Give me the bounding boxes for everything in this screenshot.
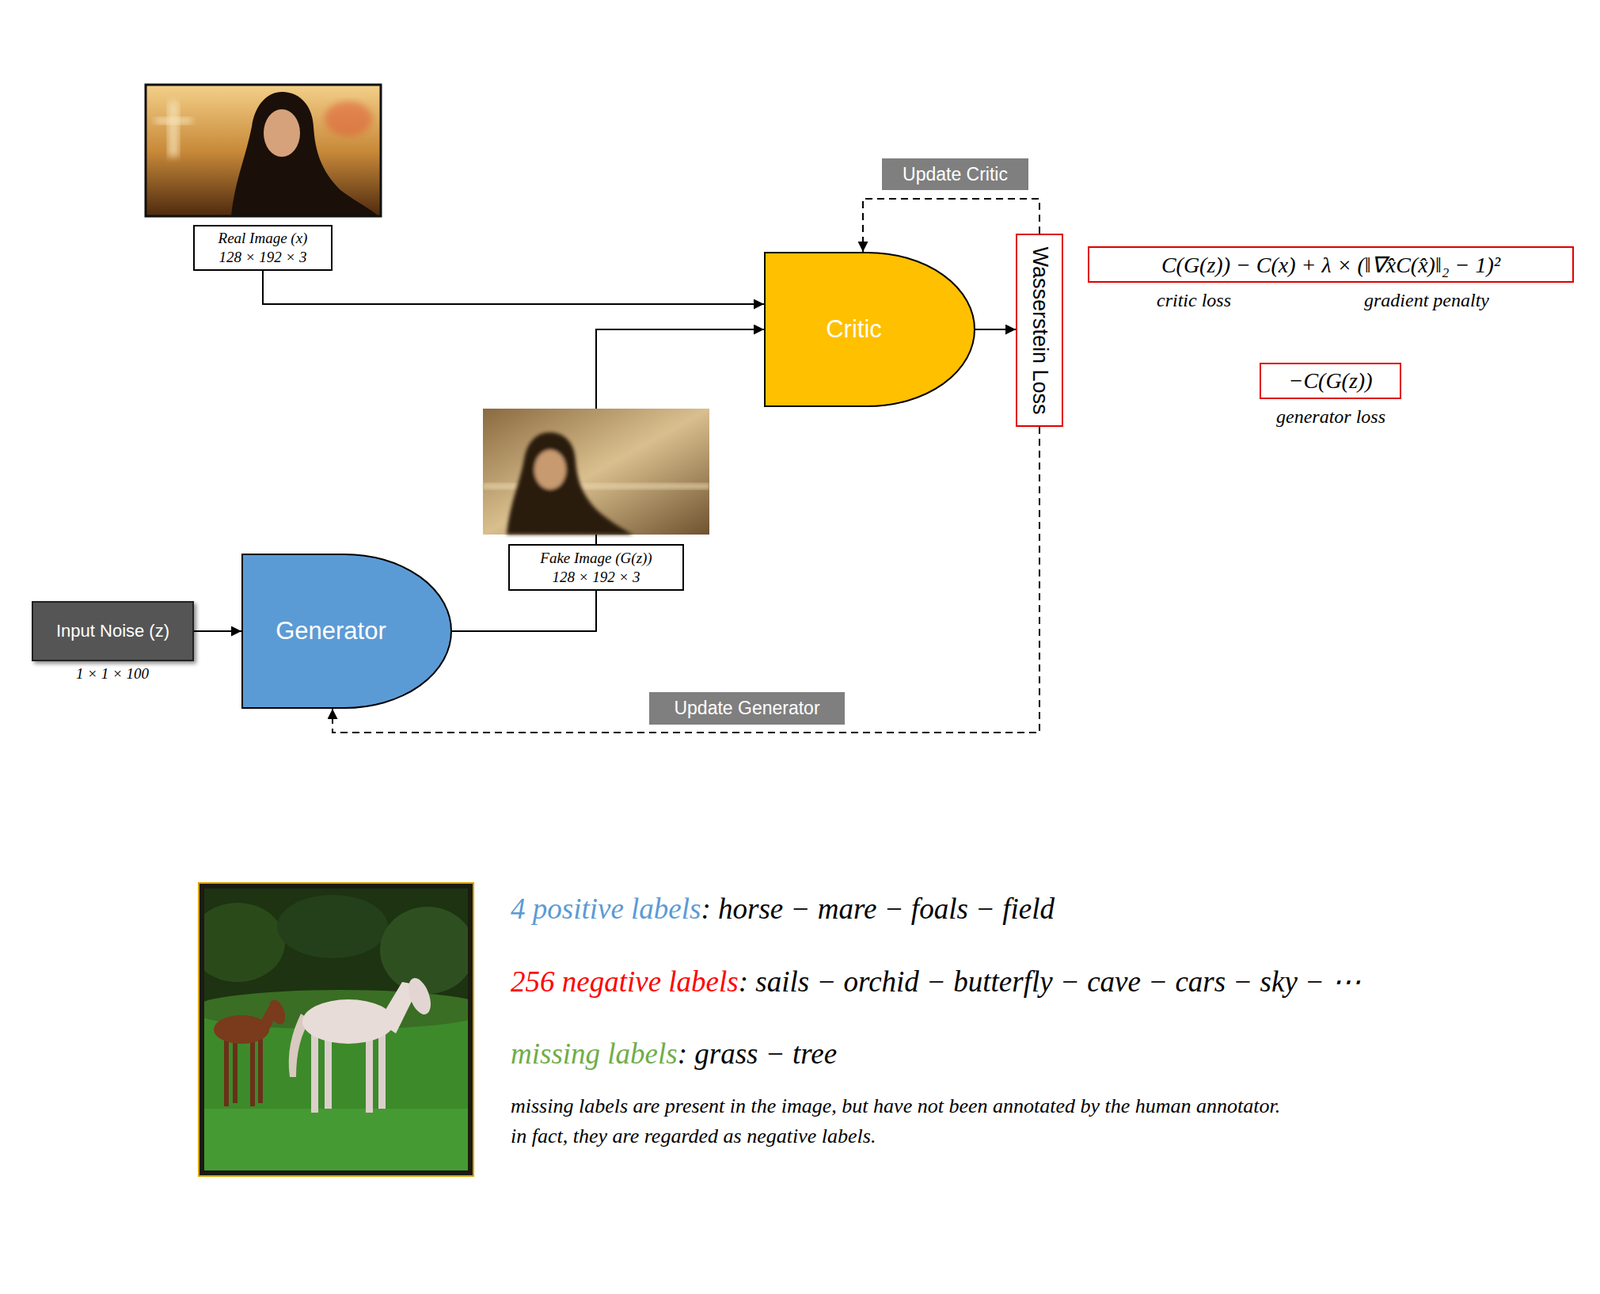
grass (204, 1108, 468, 1171)
foal-head (266, 997, 289, 1027)
horse-head (404, 974, 436, 1017)
horse-leg (311, 1029, 319, 1113)
horse-scene (204, 888, 468, 1171)
text-row: missing labels: grass − tree (510, 1036, 837, 1071)
critic-block: Critic (763, 251, 976, 407)
dimension-label: 1 × 1 × 100 (76, 665, 149, 683)
data-flow (975, 328, 1016, 331)
label-text: : grass − tree (677, 1037, 837, 1070)
input-title: Input Noise (z) (56, 620, 170, 642)
text-row: 256 negative labels: sails − orchid − bu… (510, 964, 1361, 999)
label-text: : horse − mare − foals − field (700, 892, 1055, 925)
formula-caption: generator loss (1276, 406, 1386, 428)
text-row: missing labels are present in the image,… (510, 1094, 1281, 1118)
photo-post (167, 101, 179, 157)
text-row: 4 positive labels: horse − mare − foals … (510, 891, 1055, 926)
label-heading: missing labels (510, 1037, 678, 1070)
horse-leg (365, 1029, 373, 1113)
tag-text: Update Critic (902, 163, 1008, 186)
foal-body (213, 1014, 270, 1044)
data-flow (193, 630, 242, 632)
label-text: missing labels are present in the image,… (510, 1094, 1281, 1118)
formula-caption: critic loss (1156, 289, 1232, 312)
label-text: : sails − orchid − butterfly − cave − ca… (738, 965, 1362, 998)
formula-box: −C(G(z)) (1259, 362, 1402, 400)
foal-leg (224, 1033, 229, 1106)
woman-face (263, 109, 301, 157)
formula-caption: gradient penalty (1364, 289, 1490, 312)
image-label: Fake Image (G(z)) (539, 548, 652, 568)
woman-hood (506, 432, 634, 535)
foal-leg (258, 1033, 263, 1103)
tree-blob (277, 894, 388, 958)
label-heading: 256 negative labels (510, 965, 739, 998)
fake-photo (482, 408, 710, 535)
tree-blob (204, 902, 286, 982)
generator-block: Generator (241, 553, 453, 709)
formula-text: −C(G(z)) (1288, 368, 1373, 394)
block-title: Generator (275, 616, 387, 646)
foal-leg (250, 1033, 255, 1106)
photo-ground (482, 408, 710, 535)
photo-ground (145, 84, 381, 217)
photo-blur (324, 101, 373, 137)
image-label: Real Image (x) (218, 228, 308, 248)
image-label: 128 × 192 × 3 (551, 567, 640, 587)
label-text: in fact, they are regarded as negative l… (510, 1124, 876, 1148)
real-photo (145, 84, 381, 217)
text-row: in fact, they are regarded as negative l… (510, 1124, 876, 1148)
photo-frame (145, 84, 381, 217)
image-label-box: Fake Image (G(z))128 × 192 × 3 (508, 543, 685, 591)
loss-box: Wasserstein Loss (1015, 233, 1064, 427)
update-tag: Update Generator (649, 691, 845, 725)
foal-leg (232, 1033, 238, 1103)
formula-box: C(G(z)) − C(x) + λ × (‖∇x̂C(x̂)‖₂ − 1)² (1087, 246, 1574, 283)
tag-text: Update Generator (673, 697, 820, 719)
label-heading: 4 positive labels (510, 892, 701, 925)
woman-hood (231, 91, 379, 217)
block-shape (764, 252, 975, 407)
formula-text: C(G(z)) − C(x) + λ × (‖∇x̂C(x̂)‖₂ − 1)² (1161, 251, 1501, 278)
data-flow (262, 270, 764, 305)
update-tag: Update Critic (881, 158, 1029, 191)
image-label: 128 × 192 × 3 (218, 247, 307, 267)
input-box: Input Noise (z) (31, 600, 194, 662)
image-label-box: Real Image (x)128 × 192 × 3 (193, 224, 333, 271)
woman-face (534, 449, 567, 490)
horse-leg (378, 1029, 386, 1109)
horse-photo (190, 882, 491, 1176)
loss-title: Wasserstein Loss (1027, 246, 1053, 415)
block-shape (242, 554, 452, 708)
photo-post (155, 117, 192, 125)
fake-figure (506, 432, 634, 535)
data-flow (452, 590, 597, 631)
update-loop (862, 198, 1040, 252)
tree-blob (380, 906, 468, 994)
block-title: Critic (825, 315, 882, 344)
